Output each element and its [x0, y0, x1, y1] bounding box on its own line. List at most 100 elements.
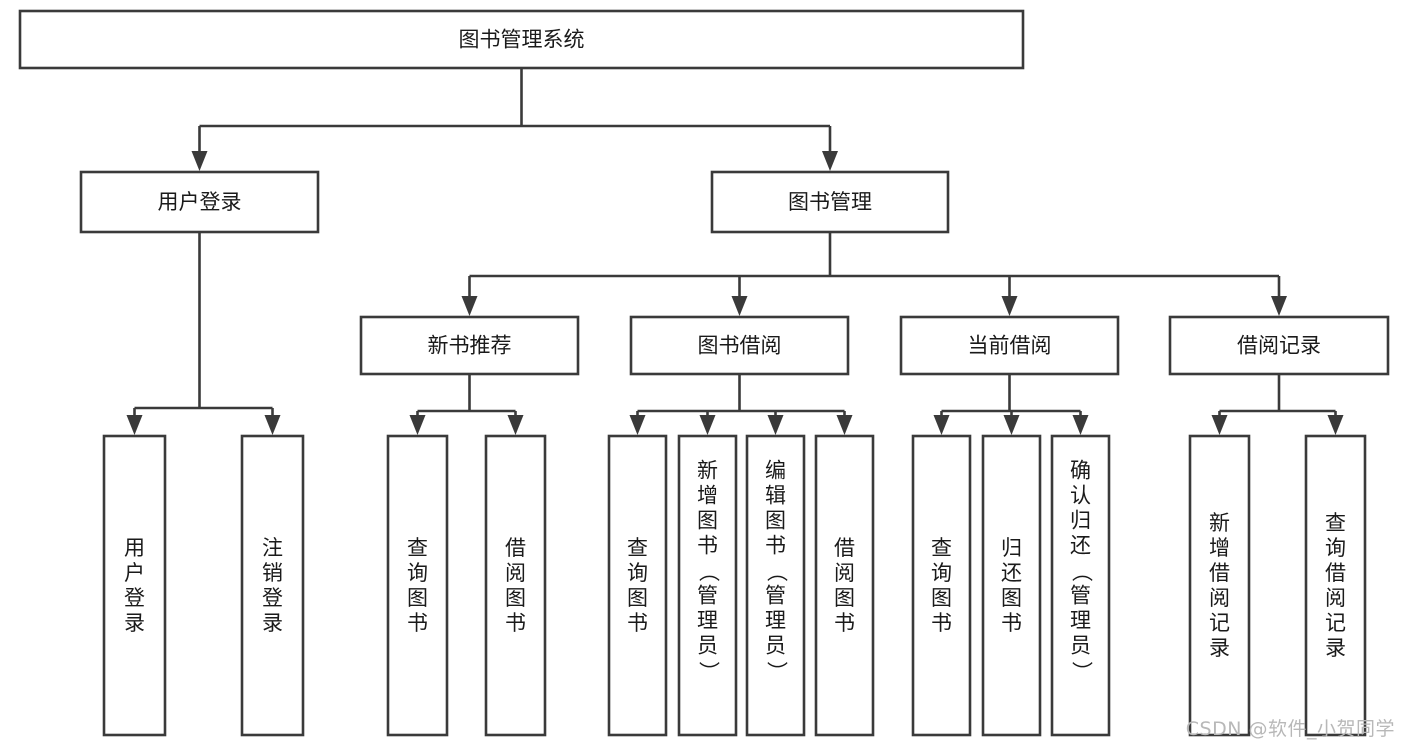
node-current-borrow-box[interactable]	[899, 315, 1120, 376]
node-leaf-query-borrow-record-box[interactable]	[1304, 434, 1367, 737]
svg-text:录: 录	[124, 611, 145, 635]
node-current-borrow[interactable]: 当前借阅	[899, 315, 1120, 376]
node-current-borrow-label: 当前借阅	[968, 334, 1052, 358]
node-book-manage-box[interactable]	[710, 170, 950, 234]
node-book-borrow-box[interactable]	[629, 315, 850, 376]
node-leaf-add-borrow-record-box[interactable]	[1188, 434, 1251, 737]
svg-text:录: 录	[1209, 636, 1230, 660]
svg-text:）: ）	[765, 661, 789, 682]
svg-text:阅: 阅	[1209, 586, 1230, 610]
svg-text:管: 管	[697, 584, 718, 608]
svg-text:户: 户	[124, 561, 145, 585]
svg-text:登: 登	[262, 586, 283, 610]
watermark-text: CSDN @软件_小贺同学	[1185, 718, 1395, 740]
edges-layer	[126, 68, 1344, 435]
svg-text:书: 书	[407, 611, 428, 635]
svg-text:注: 注	[262, 536, 283, 560]
svg-text:理: 理	[697, 609, 718, 633]
node-book-manage[interactable]: 图书管理	[710, 170, 950, 234]
svg-text:图: 图	[765, 509, 786, 533]
svg-text:员: 员	[697, 634, 718, 658]
svg-text:）: ）	[697, 661, 721, 682]
node-root-图书管理系统[interactable]: 图书管理系统	[18, 9, 1025, 70]
node-user-login-box[interactable]	[79, 170, 320, 234]
svg-text:阅: 阅	[505, 561, 526, 585]
svg-text:图: 图	[697, 509, 718, 533]
node-leaf-borrow-book-borrow-box[interactable]	[814, 434, 875, 737]
node-leaf-add-book-admin-box[interactable]	[677, 434, 738, 737]
node-root-图书管理系统-label: 图书管理系统	[459, 28, 585, 52]
node-leaf-return-book-box[interactable]	[981, 434, 1042, 737]
svg-text:归: 归	[1001, 536, 1022, 560]
node-leaf-borrow-book-rec-box[interactable]	[484, 434, 547, 737]
node-borrow-record[interactable]: 借阅记录	[1168, 315, 1390, 376]
svg-text:询: 询	[931, 561, 952, 585]
svg-text:登: 登	[124, 586, 145, 610]
svg-text:增: 增	[1209, 536, 1230, 560]
svg-text:书: 书	[697, 534, 718, 558]
node-leaf-confirm-return-admin-box[interactable]	[1050, 434, 1111, 737]
svg-text:增: 增	[697, 484, 718, 508]
svg-text:记: 记	[1209, 611, 1230, 635]
node-leaf-edit-book-admin-box[interactable]	[745, 434, 806, 737]
node-root-图书管理系统-box[interactable]	[18, 9, 1025, 70]
svg-text:）: ）	[1070, 661, 1094, 682]
svg-text:书: 书	[765, 534, 786, 558]
svg-text:书: 书	[1001, 611, 1022, 635]
svg-text:借: 借	[1209, 561, 1230, 585]
node-leaf-user-logout-box[interactable]	[240, 434, 305, 737]
node-user-login[interactable]: 用户登录	[79, 170, 320, 234]
svg-text:新: 新	[1209, 511, 1230, 535]
node-leaf-query-book-current-box[interactable]	[911, 434, 972, 737]
node-book-borrow[interactable]: 图书借阅	[629, 315, 850, 376]
svg-text:图: 图	[931, 586, 952, 610]
svg-text:记: 记	[1325, 611, 1346, 635]
node-new-book-rec[interactable]: 新书推荐	[359, 315, 580, 376]
svg-text:销: 销	[262, 561, 283, 585]
svg-text:图: 图	[834, 586, 855, 610]
svg-text:确: 确	[1070, 459, 1091, 483]
node-book-manage-label: 图书管理	[788, 190, 872, 214]
svg-text:查: 查	[407, 536, 428, 560]
svg-text:借: 借	[834, 536, 855, 560]
svg-text:理: 理	[1070, 609, 1091, 633]
node-leaf-user-login-box[interactable]	[102, 434, 167, 737]
node-leaf-user-login[interactable]: 用户登录	[102, 434, 167, 737]
node-new-book-rec-box[interactable]	[359, 315, 580, 376]
node-leaf-query-book-borrow-box[interactable]	[607, 434, 668, 737]
svg-text:借: 借	[1325, 561, 1346, 585]
svg-text:图: 图	[627, 586, 648, 610]
svg-text:书: 书	[931, 611, 952, 635]
node-leaf-query-book-rec-box[interactable]	[386, 434, 449, 737]
svg-text:书: 书	[505, 611, 526, 635]
svg-text:查: 查	[627, 536, 648, 560]
svg-text:认: 认	[1070, 484, 1091, 508]
node-borrow-record-box[interactable]	[1168, 315, 1390, 376]
svg-text:辑: 辑	[765, 484, 786, 508]
svg-text:询: 询	[407, 561, 428, 585]
